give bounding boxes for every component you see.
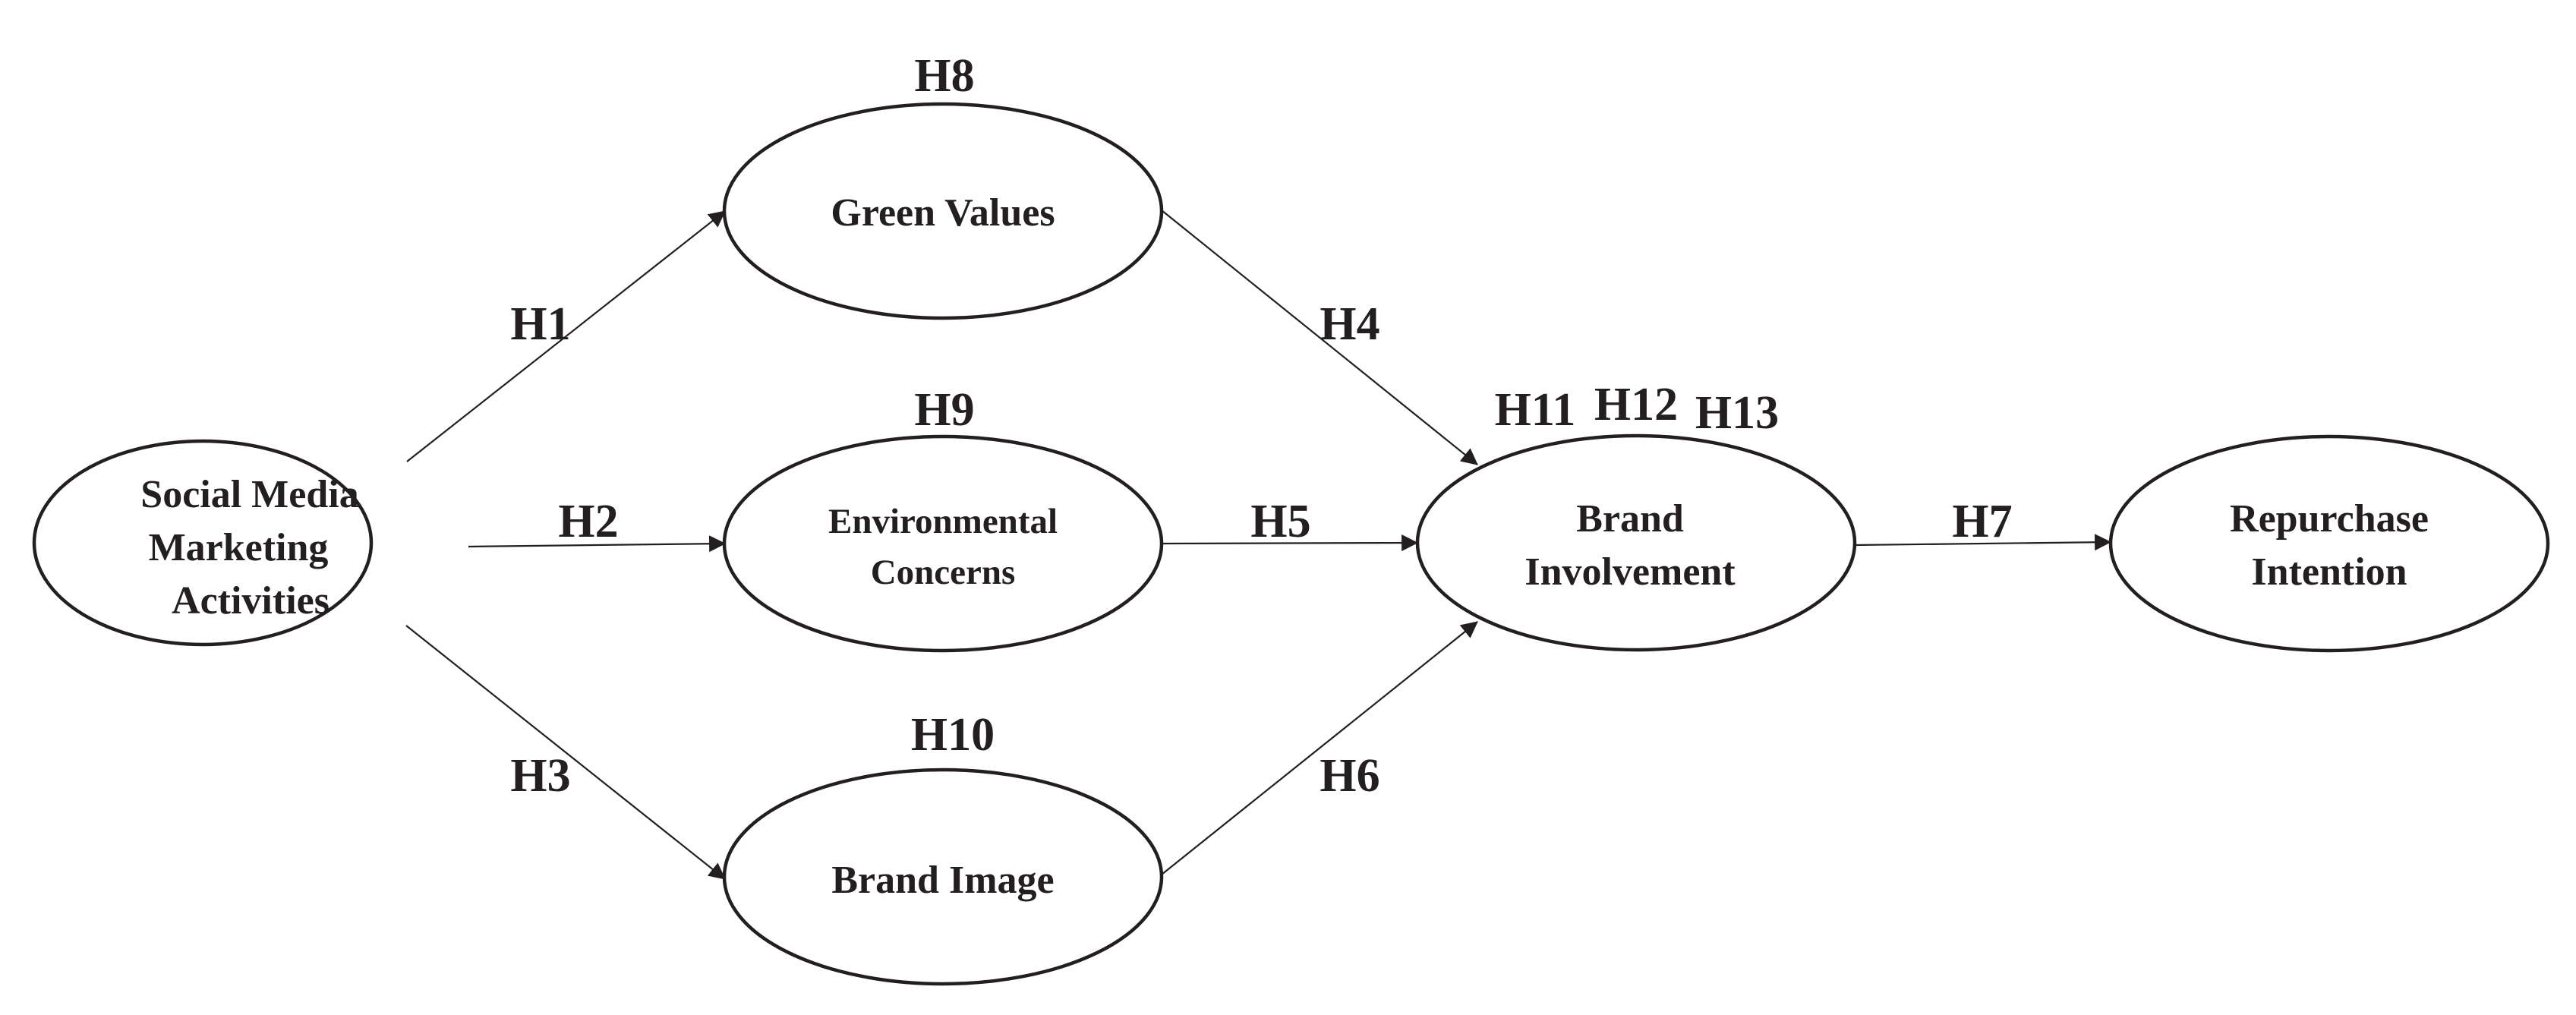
hypothesis-label-h11: H11 [1495,384,1576,436]
hypothesis-label-h12: H12 [1594,379,1678,430]
node-label-line: Green Values [831,191,1055,235]
node-label-line: Activities [172,579,329,623]
hypothesis-label-h2: H2 [558,496,618,547]
node-social-media-marketing-activities: Social Media Marketing Activities [32,439,374,647]
node-shape [1415,433,1857,652]
node-shape [722,102,1164,320]
node-label-line: Intention [2251,550,2407,594]
node-label-line: Repurchase [2230,497,2429,541]
hypothesis-label-h6: H6 [1320,750,1379,802]
node-brand-image: Brand Image [722,768,1164,986]
hypothesis-label-h3: H3 [510,750,570,802]
node-label-line: Social Media [140,473,358,516]
hypothesis-label-h1: H1 [510,298,570,350]
node-repurchase-intention: Repurchase Intention [2108,434,2550,653]
node-environmental-concerns: Environmental Concerns [722,434,1164,653]
node-label-line: Concerns [871,553,1016,592]
node-label-line: Marketing [149,526,329,569]
hypothesis-label-h7: H7 [1952,496,2012,547]
node-label-line: Brand Image [831,859,1054,902]
edge-h1-smma-to-green-values [406,210,726,462]
edges [405,210,2112,880]
hypothesis-label-h8: H8 [914,50,974,102]
edge-h6-brand-image-to-brand-involvement [1161,621,1478,875]
node-shape [2108,434,2550,653]
hypothesis-label-h5: H5 [1250,496,1310,547]
edge-h7-brand-involvement-to-repurchase [1854,534,2112,551]
hypothesis-label-h9: H9 [914,384,974,436]
node-shape [722,768,1164,986]
node-label-line: Environmental [828,502,1058,541]
node-label-line: Brand [1576,497,1684,541]
node-green-values: Green Values [722,102,1164,320]
node-shape [32,439,374,647]
node-label-line: Involvement [1524,550,1736,594]
node-shape [722,434,1164,653]
node-brand-involvement: Brand Involvement [1415,433,1857,652]
edge-h3-smma-to-brand-image [405,625,726,880]
hypothesis-label-h13: H13 [1695,387,1779,439]
edge-h5-env-concerns-to-brand-involvement [1161,534,1419,552]
hypothesis-label-h10: H10 [911,709,995,761]
edge-h2-smma-to-env-concerns [468,535,727,553]
edge-h4-green-values-to-brand-involvement [1161,210,1478,465]
hypothesis-label-h4: H4 [1320,298,1379,350]
hypothesis-labels: H1 H2 H3 H4 H5 H6 H7 H8 H9 H10 H11 H12 H… [510,50,2012,802]
